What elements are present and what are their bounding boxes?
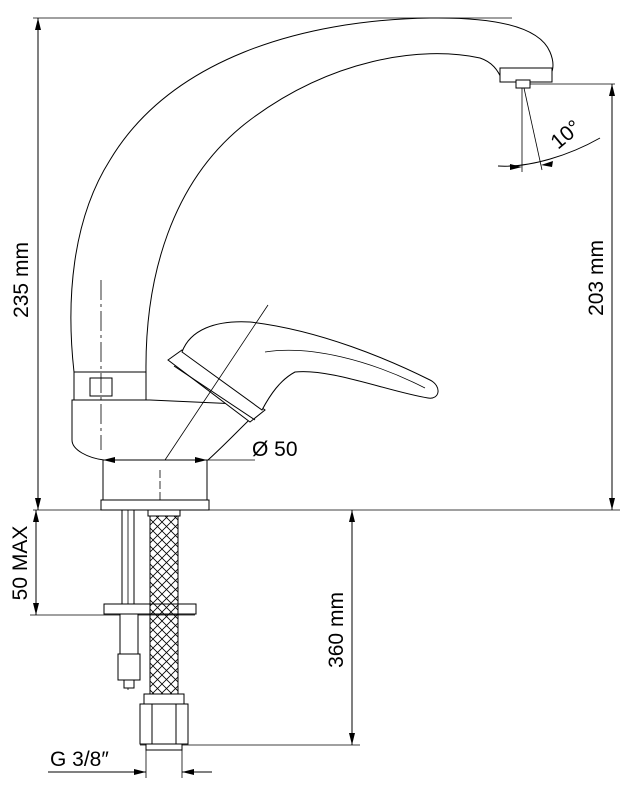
flexible-hose [139, 509, 189, 751]
dimension-360: 360 mm [325, 510, 355, 745]
faucet-housing [71, 399, 261, 461]
max-thickness-label: 50 MAX [9, 526, 32, 601]
spout-height-label: 203 mm [585, 240, 608, 316]
dimension-203: 203 mm [585, 84, 615, 510]
dimension-diameter: Ø 50 [103, 304, 298, 463]
lever-handle [181, 321, 439, 411]
dimension-50-max: 50 MAX [9, 510, 39, 615]
base-plate [102, 459, 208, 501]
hose-length-label: 360 mm [325, 592, 348, 668]
dimension-angle: 10° [497, 87, 601, 172]
dimension-thread: G 3/8″ [48, 748, 212, 778]
spout [70, 17, 554, 373]
thread-label: G 3/8″ [50, 748, 109, 771]
total-height-label: 235 mm [10, 242, 33, 318]
dimension-235: 235 mm [10, 18, 41, 510]
diameter-label: Ø 50 [252, 438, 298, 461]
faucet-body [70, 17, 554, 511]
